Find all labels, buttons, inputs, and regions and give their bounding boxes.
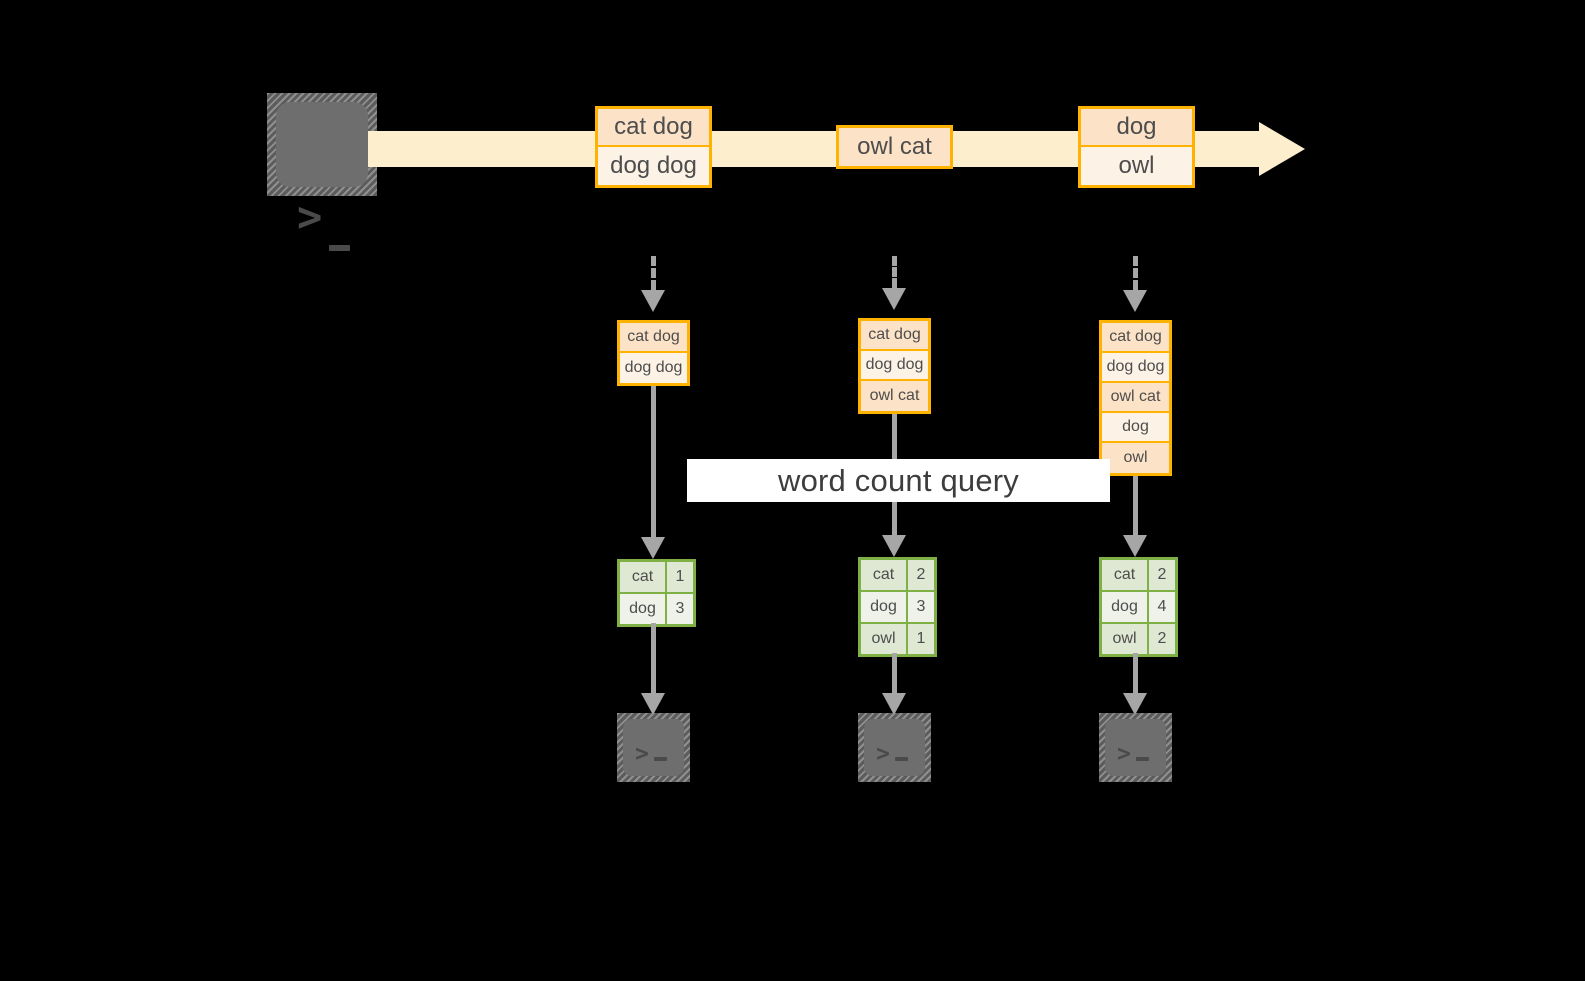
prompt-chevron-glyph: > (297, 192, 323, 241)
result-key: owl (861, 624, 908, 654)
snapshot-row: owl cat (1102, 383, 1169, 413)
result-key: dog (861, 592, 908, 622)
result-table-t3: cat 2 dog 4 owl 2 (1099, 557, 1178, 657)
result-key: dog (620, 594, 667, 624)
terminal-screen (276, 102, 368, 187)
output-arrow-line-t2 (892, 653, 897, 695)
snapshot-row: cat dog (861, 321, 928, 351)
snapshot-row: cat dog (1102, 323, 1169, 353)
table-row: owl 2 (1102, 624, 1175, 654)
result-value: 2 (1149, 560, 1175, 590)
stream-record-3: dog owl (1078, 106, 1195, 188)
result-key: dog (1102, 592, 1149, 622)
dashed-down-arrow-icon (641, 290, 665, 312)
snapshot-table-t1: cat dog dog dog (617, 320, 690, 386)
table-row: cat 2 (1102, 560, 1175, 592)
down-arrow-icon (641, 693, 665, 715)
down-arrow-icon (882, 693, 906, 715)
dashed-down-arrow-icon (882, 288, 906, 310)
result-key: owl (1102, 624, 1149, 654)
down-arrow-icon (882, 535, 906, 557)
result-value: 2 (1149, 624, 1175, 654)
snapshot-row: dog dog (620, 353, 687, 383)
prompt-chevron-glyph: > (1117, 741, 1131, 767)
snapshot-row: dog dog (1102, 353, 1169, 383)
process-arrow-line-t1 (651, 386, 656, 543)
result-table-t1: cat 1 dog 3 (617, 559, 696, 627)
record-line: dog dog (598, 147, 709, 185)
dashed-down-arrow-icon (1123, 290, 1147, 312)
prompt-chevron-glyph: > (635, 741, 649, 767)
down-arrow-icon (641, 537, 665, 559)
ingest-arrow-line-t2 (892, 256, 897, 288)
result-key: cat (1102, 560, 1149, 590)
query-label-text: word count query (778, 462, 1019, 498)
ingest-arrow-line-t3 (1133, 256, 1138, 290)
prompt-underscore-glyph (654, 757, 667, 761)
sink-terminal-icon-t2: > (858, 713, 931, 782)
record-line: owl cat (839, 128, 950, 166)
sink-terminal-icon-t1: > (617, 713, 690, 782)
table-row: dog 3 (861, 592, 934, 624)
result-table-t2: cat 2 dog 3 owl 1 (858, 557, 937, 657)
table-row: cat 2 (861, 560, 934, 592)
record-line: dog (1081, 109, 1192, 147)
snapshot-row: cat dog (620, 323, 687, 353)
right-arrow-icon (1259, 122, 1305, 176)
result-value: 1 (908, 624, 934, 654)
stream-record-1: cat dog dog dog (595, 106, 712, 188)
table-row: dog 4 (1102, 592, 1175, 624)
result-value: 2 (908, 560, 934, 590)
ingest-arrow-line-t1 (651, 256, 656, 290)
stream-record-2: owl cat (836, 125, 953, 169)
terminal-screen (1105, 719, 1166, 776)
snapshot-row: dog (1102, 413, 1169, 443)
result-value: 3 (667, 594, 693, 624)
snapshot-row: dog dog (861, 351, 928, 381)
snapshot-table-t2: cat dog dog dog owl cat (858, 318, 931, 414)
result-key: cat (620, 562, 667, 592)
down-arrow-icon (1123, 693, 1147, 715)
query-label-band: word count query (687, 459, 1110, 502)
result-value: 4 (1149, 592, 1175, 622)
record-line: owl (1081, 147, 1192, 185)
snapshot-table-t3: cat dog dog dog owl cat dog owl (1099, 320, 1172, 476)
snapshot-row: owl cat (861, 381, 928, 411)
table-row: dog 3 (620, 594, 693, 624)
result-value: 3 (908, 592, 934, 622)
result-value: 1 (667, 562, 693, 592)
down-arrow-icon (1123, 535, 1147, 557)
sink-terminal-icon-t3: > (1099, 713, 1172, 782)
source-terminal-icon: > (267, 93, 377, 251)
prompt-underscore-glyph (895, 757, 908, 761)
prompt-chevron-glyph: > (876, 741, 890, 767)
result-key: cat (861, 560, 908, 590)
snapshot-row: owl (1102, 443, 1169, 473)
prompt-underscore-glyph (329, 245, 350, 251)
output-arrow-line-t1 (651, 623, 656, 695)
terminal-screen (864, 719, 925, 776)
table-row: owl 1 (861, 624, 934, 654)
terminal-screen (623, 719, 684, 776)
process-arrow-line-t3 (1133, 476, 1138, 541)
output-arrow-line-t3 (1133, 653, 1138, 695)
record-line: cat dog (598, 109, 709, 147)
prompt-underscore-glyph (1136, 757, 1149, 761)
table-row: cat 1 (620, 562, 693, 594)
